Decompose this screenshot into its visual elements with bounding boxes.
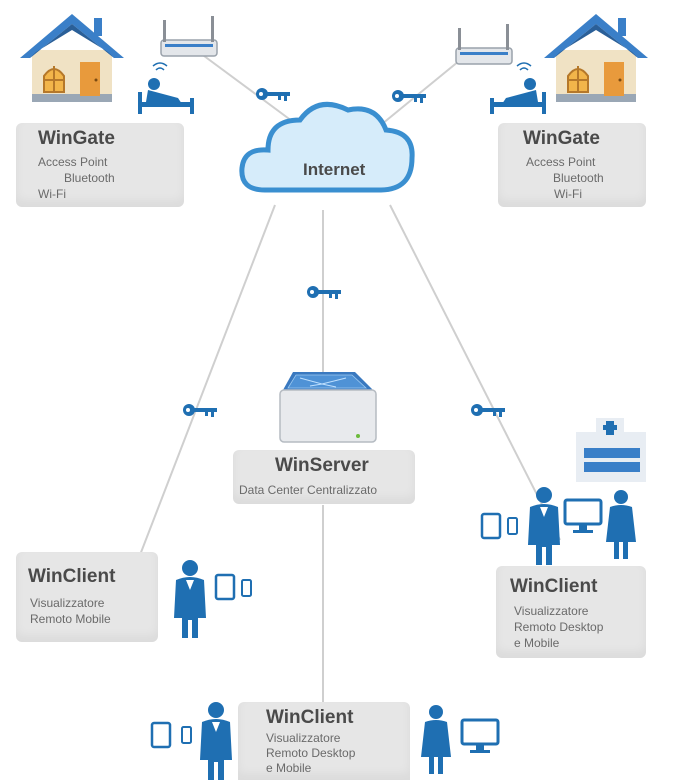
winclient-bottom-line: Visualizzatore xyxy=(266,731,341,745)
monitor-icon xyxy=(563,498,603,535)
key-icon xyxy=(256,88,290,101)
doctor-icon xyxy=(174,560,206,638)
router-icon xyxy=(160,15,218,57)
wingate-right-line: Wi-Fi xyxy=(554,187,582,201)
patient-bed-icon xyxy=(489,62,547,115)
patient-bed-icon xyxy=(137,62,195,115)
server-icon xyxy=(279,372,377,443)
wingate-right-card: WinGate Access Point Bluetooth Wi-Fi xyxy=(498,123,646,207)
connection-lines xyxy=(139,49,561,705)
winserver-card: WinServer Data Center Centralizzato xyxy=(233,450,415,504)
tablet-icon xyxy=(480,512,502,540)
winclient-left-line: Remoto Mobile xyxy=(30,612,111,626)
winclient-right-title: WinClient xyxy=(510,576,598,597)
wingate-left-line: Access Point xyxy=(38,155,108,169)
cloud-icon xyxy=(239,101,415,193)
winclient-bottom-line: Remoto Desktop xyxy=(266,746,356,760)
cloud-label: Internet xyxy=(303,160,366,179)
winclient-bottom-card: WinClient Visualizzatore Remoto Desktop … xyxy=(238,702,410,780)
winclient-right-line: e Mobile xyxy=(514,636,560,650)
phone-icon xyxy=(507,517,518,535)
wingate-left-title: WinGate xyxy=(38,128,115,149)
tablet-icon xyxy=(214,573,236,601)
monitor-icon xyxy=(460,718,500,755)
key-icon xyxy=(183,404,217,417)
wingate-right-line: Access Point xyxy=(526,155,596,169)
doctor-icon xyxy=(606,490,636,559)
house-icon xyxy=(543,13,649,103)
winclient-left-line: Visualizzatore xyxy=(30,596,105,610)
tablet-icon xyxy=(150,721,172,749)
winserver-title: WinServer xyxy=(275,455,369,476)
key-icon xyxy=(471,404,505,417)
doctor-icon xyxy=(200,702,232,780)
phone-icon xyxy=(181,726,192,744)
doctor-icon xyxy=(421,705,451,774)
wingate-right-title: WinGate xyxy=(523,128,600,149)
wingate-left-line: Bluetooth xyxy=(64,171,115,185)
wingate-left-card: WinGate Access Point Bluetooth Wi-Fi xyxy=(16,123,184,207)
winclient-right-card: WinClient Visualizzatore Remoto Desktop … xyxy=(496,566,646,658)
doctor-icon xyxy=(528,487,560,565)
wingate-right-line: Bluetooth xyxy=(553,171,604,185)
phone-icon xyxy=(241,579,252,597)
router-icon xyxy=(455,23,513,65)
wingate-left-line: Wi-Fi xyxy=(38,187,66,201)
house-icon xyxy=(19,13,125,103)
winclient-right-line: Remoto Desktop xyxy=(514,620,604,634)
winclient-bottom-line: e Mobile xyxy=(266,761,312,775)
winclient-bottom-title: WinClient xyxy=(266,707,354,728)
winclient-left-title: WinClient xyxy=(28,566,116,587)
winclient-right-line: Visualizzatore xyxy=(514,604,589,618)
winserver-subtitle: Data Center Centralizzato xyxy=(239,483,378,497)
hospital-icon xyxy=(576,418,646,482)
winclient-left-card: WinClient Visualizzatore Remoto Mobile xyxy=(16,552,158,642)
